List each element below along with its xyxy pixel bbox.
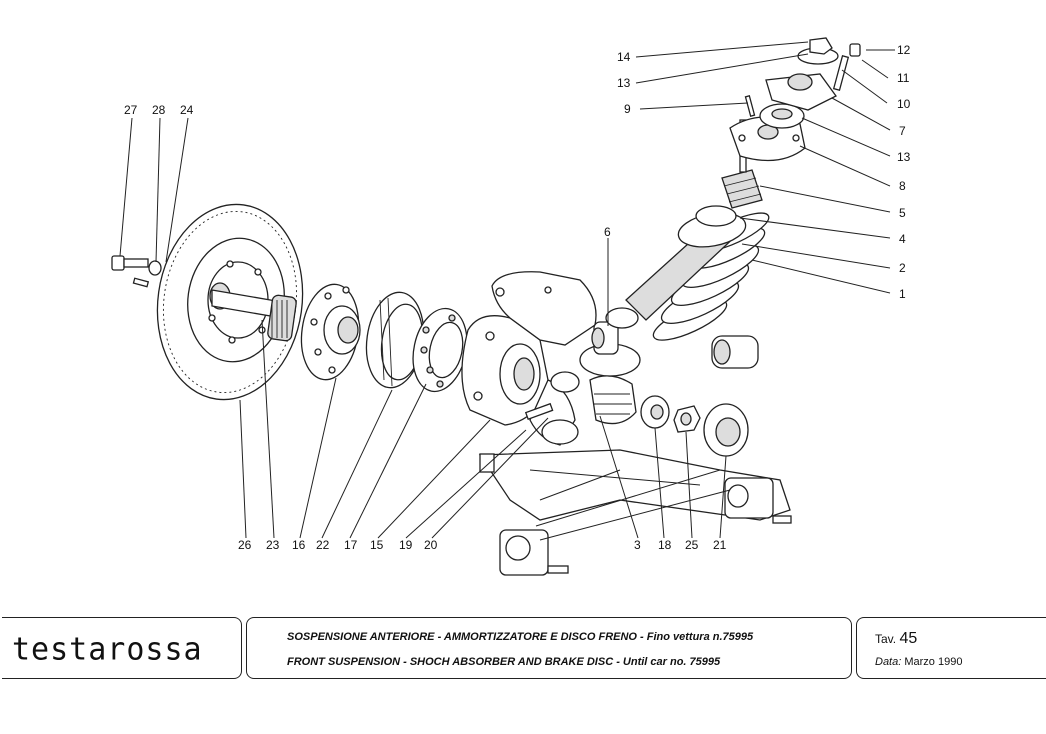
title-block-info: Tav. 45 Data: Marzo 1990 [856, 617, 1046, 679]
callout-23: 23 [266, 538, 280, 552]
callout-3: 3 [634, 538, 641, 552]
bush-parts [640, 395, 749, 457]
date-value: Marzo 1990 [904, 656, 963, 668]
wheel-hub [300, 283, 361, 381]
callout-1: 1 [899, 287, 906, 301]
date-label: Data: [875, 656, 902, 668]
bearing-ring [365, 291, 425, 389]
mount-pin [744, 95, 756, 117]
callout-2: 2 [899, 261, 906, 275]
callout-11: 11 [897, 71, 910, 85]
lower-arm [478, 449, 792, 576]
callout-5: 5 [899, 206, 906, 220]
callout-14: 14 [617, 50, 631, 64]
callout-16: 16 [292, 538, 306, 552]
tav-number: 45 [899, 630, 918, 647]
callout-9: 9 [624, 102, 631, 116]
top-washer-nut [797, 37, 839, 65]
callout-10: 10 [897, 97, 911, 111]
callout-6: 6 [604, 225, 611, 239]
callout-15: 15 [370, 538, 384, 552]
stud-bolt [832, 43, 861, 91]
leader-lines [119, 41, 895, 541]
hub-carrier [461, 315, 549, 426]
mount-rubber [759, 103, 805, 129]
callout-28: 28 [152, 103, 166, 117]
top-plate [765, 73, 837, 111]
callout-19: 19 [399, 538, 413, 552]
spring-seat [677, 205, 747, 248]
callout-18: 18 [658, 538, 672, 552]
callout-27: 27 [124, 103, 138, 117]
callout-26: 26 [238, 538, 252, 552]
callout-13-mid: 13 [897, 150, 911, 164]
title-block-logo: testarossa [2, 617, 242, 679]
description-english: FRONT SUSPENSION - SHOCH ABSORBER AND BR… [287, 656, 721, 668]
stub-axle [211, 289, 297, 342]
title-block-description: SOSPENSIONE ANTERIORE - AMMORTIZZATORE E… [246, 617, 852, 679]
callout-17: 17 [344, 538, 358, 552]
callout-20: 20 [424, 538, 438, 552]
tav-label: Tav. [875, 632, 897, 646]
callout-22: 22 [316, 538, 330, 552]
table-number: Tav. 45 [875, 630, 917, 648]
wheel-bearing [412, 307, 468, 393]
callout-13-top: 13 [617, 76, 631, 90]
wheel-bolt [111, 255, 162, 288]
callout-labels: 14 13 9 12 11 10 7 13 8 5 4 2 1 6 27 28 … [124, 43, 911, 552]
upper-bush [591, 321, 759, 369]
description-italian: SOSPENSIONE ANTERIORE - AMMORTIZZATORE E… [287, 631, 754, 643]
exploded-parts-diagram: 14 13 9 12 11 10 7 13 8 5 4 2 1 6 27 28 … [111, 37, 911, 576]
callout-12: 12 [897, 43, 911, 57]
callout-25: 25 [685, 538, 699, 552]
date-line: Data: Marzo 1990 [875, 656, 962, 668]
callout-7: 7 [899, 124, 906, 138]
brand-logo: testarossa [12, 631, 203, 668]
callout-4: 4 [899, 232, 906, 246]
callout-24: 24 [180, 103, 194, 117]
callout-8: 8 [899, 179, 906, 193]
callout-21: 21 [713, 538, 727, 552]
